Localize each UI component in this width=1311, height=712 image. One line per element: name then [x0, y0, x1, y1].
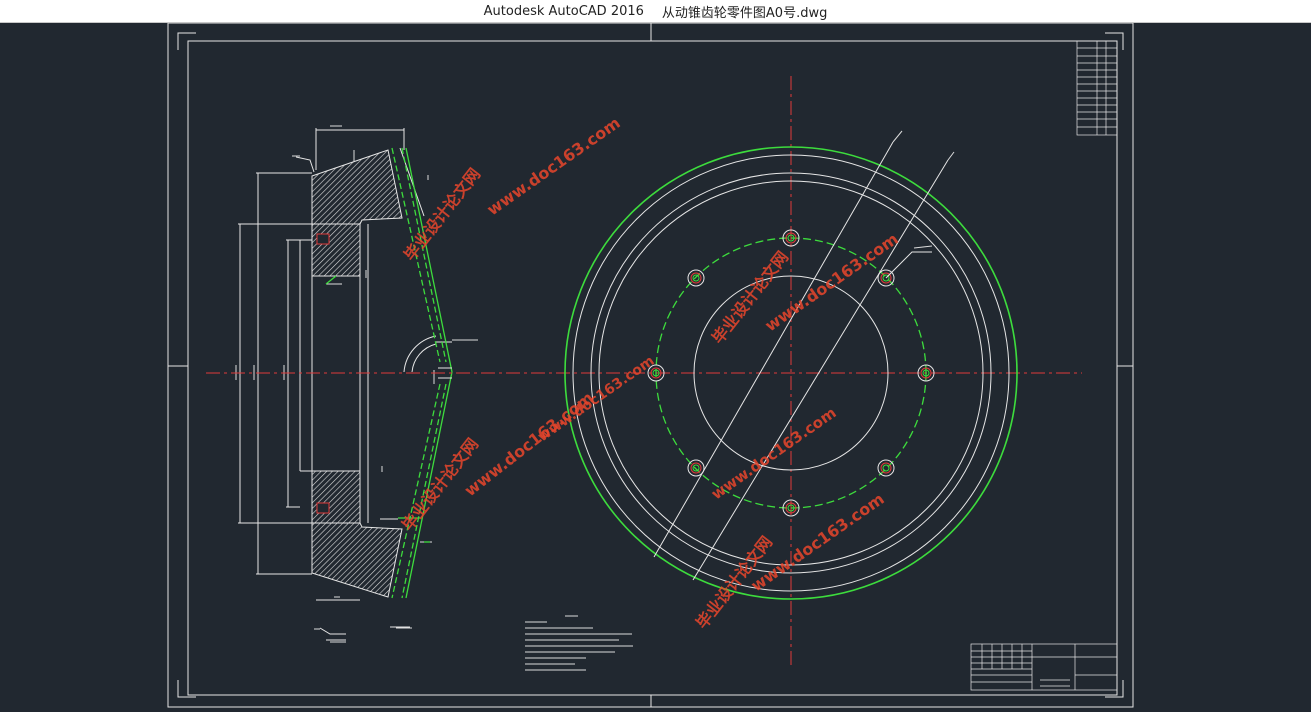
drawing-canvas[interactable]: www.doc163.com 毕业设计论文网 www.doc163.com 毕业… [0, 23, 1311, 712]
title-block [970, 643, 1118, 691]
section-view [235, 125, 478, 643]
bolt-holes [647, 229, 935, 517]
bore-circle [693, 275, 889, 471]
front-view [206, 76, 1082, 666]
watermark-label-2: 毕业设计论文网 [708, 247, 792, 347]
parameter-table [1076, 40, 1118, 136]
sheet-frame [167, 23, 1134, 708]
watermark-site-1: www.doc163.com [483, 113, 623, 219]
file-name: 从动锥齿轮零件图A0号.dwg [661, 5, 828, 21]
watermark-site-2: www.doc163.com [761, 229, 901, 335]
technical-notes [525, 615, 633, 671]
upper-tooth-section [311, 149, 403, 225]
tip-circle [564, 146, 1018, 600]
upper-hub-section [311, 223, 361, 277]
watermark-site-5: www.doc163.com [708, 404, 840, 504]
bolt-circle [655, 237, 927, 509]
window-title-bar: Autodesk AutoCAD 2016 从动锥齿轮零件图A0号.dwg [0, 0, 1311, 23]
lower-tooth-section [311, 522, 403, 598]
lower-hub-section [311, 470, 361, 524]
app-title: Autodesk AutoCAD 2016 [483, 3, 644, 19]
watermark-site-6: www.doc163.com [535, 353, 657, 445]
